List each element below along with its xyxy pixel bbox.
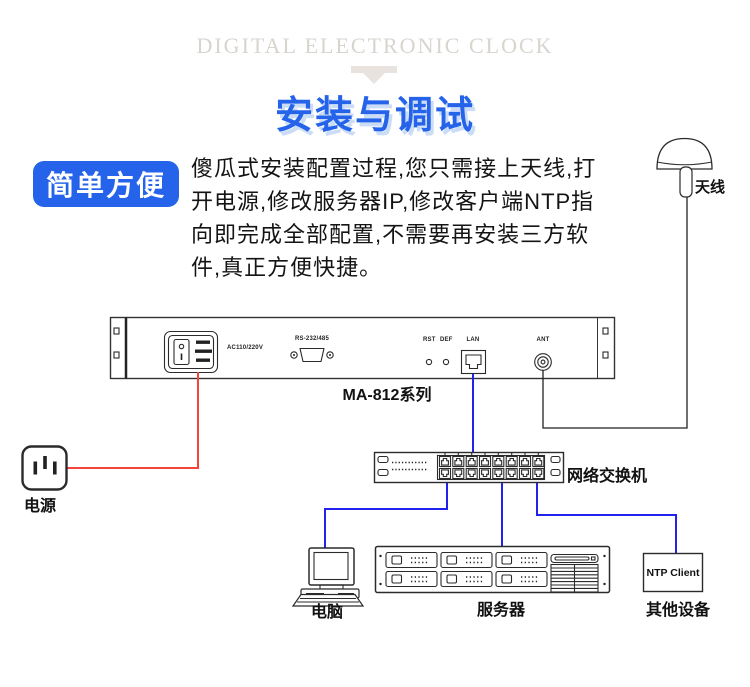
power-label: 电源 bbox=[24, 498, 57, 515]
wire-power bbox=[67, 372, 199, 469]
connection-lines bbox=[67, 197, 688, 553]
description-line: 傻瓜式安装配置过程,您只需接上天线,打 bbox=[191, 156, 597, 181]
def-label: DEF bbox=[440, 337, 453, 343]
server-label: 服务器 bbox=[477, 602, 526, 619]
antenna-icon bbox=[656, 137, 713, 198]
rst-button bbox=[425, 358, 433, 366]
server-icon bbox=[374, 545, 611, 594]
ntp-client-box bbox=[642, 552, 704, 593]
other-devices-label: 其他设备 bbox=[646, 602, 711, 619]
server-bays bbox=[385, 551, 548, 588]
lan-port bbox=[460, 349, 487, 375]
page-title: 安装与调试 bbox=[274, 95, 475, 137]
serial-port-label: RS-232/485 bbox=[294, 336, 330, 342]
wire-antenna bbox=[542, 197, 688, 429]
description-line: 开电源,修改服务器IP,修改客户端NTP指 bbox=[191, 189, 595, 214]
server-drive-and-vent bbox=[550, 553, 599, 593]
device-model-label: MA-812系列 bbox=[342, 387, 432, 404]
ma812-device bbox=[109, 316, 616, 380]
lan-port-label: LAN bbox=[466, 337, 480, 343]
feature-description: 傻瓜式安装配置过程,您只需接上天线,打 开电源,修改服务器IP,修改客户端NTP… bbox=[191, 152, 661, 284]
switch-label: 网络交换机 bbox=[567, 468, 648, 485]
computer-label: 电脑 bbox=[311, 604, 344, 621]
wire-switch-computer bbox=[324, 483, 448, 548]
watermark-text: DIGITAL ELECTRONIC CLOCK bbox=[196, 33, 554, 58]
feature-badge: 简单方便 bbox=[33, 161, 179, 207]
computer-icon bbox=[291, 547, 365, 607]
ntp-client-text: NTP Client bbox=[646, 566, 700, 579]
power-socket-icon bbox=[21, 445, 68, 491]
antenna-label: 天线 bbox=[695, 179, 726, 196]
network-switch-icon bbox=[373, 451, 565, 484]
rst-label: RST bbox=[423, 337, 436, 343]
ant-port-label: ANT bbox=[536, 337, 550, 343]
section-arrow-icon bbox=[351, 66, 397, 73]
description-line: 件,真正方便快捷。 bbox=[191, 255, 383, 280]
ac-power-port-label: AC110/220V bbox=[227, 345, 264, 351]
power-inlet-module bbox=[163, 330, 219, 374]
def-button bbox=[442, 358, 450, 366]
wire-switch-client bbox=[536, 483, 677, 553]
section-arrow-triangle-icon bbox=[363, 73, 385, 84]
serial-connector bbox=[290, 347, 334, 363]
description-line: 向即完成全部配置,不需要再安装三方软 bbox=[191, 222, 590, 247]
